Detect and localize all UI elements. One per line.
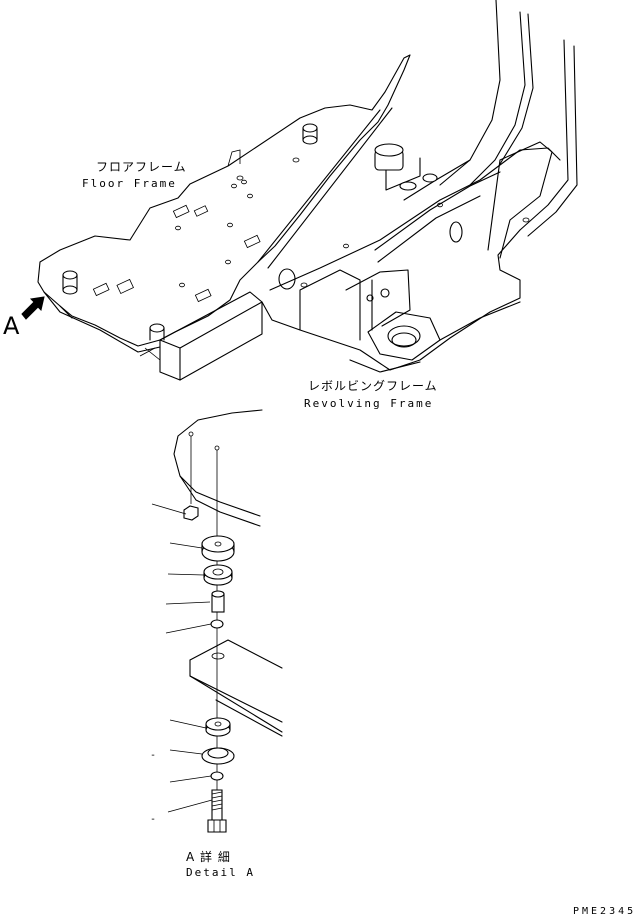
detail-label-jp: A 詳 細 bbox=[186, 850, 231, 864]
floor-frame-label-en: Floor Frame bbox=[82, 177, 177, 190]
arrow-icon bbox=[21, 296, 45, 320]
view-letter-a: A bbox=[3, 312, 20, 340]
floor-frame-label-jp: フロアフレーム bbox=[96, 160, 187, 174]
detail-label-en: Detail A bbox=[186, 866, 255, 879]
revolving-frame-label-jp: レボルビングフレーム bbox=[308, 379, 438, 393]
revolving-frame-drawing bbox=[261, 0, 578, 373]
detail-a-drawing bbox=[151, 409, 283, 833]
floor-frame-drawing bbox=[21, 54, 411, 381]
drawing-code: PME2345 bbox=[573, 906, 637, 917]
revolving-frame-label-en: Revolving Frame bbox=[304, 397, 434, 410]
leader-dash-2: - bbox=[150, 814, 159, 825]
leader-dash-1: - bbox=[150, 750, 159, 761]
